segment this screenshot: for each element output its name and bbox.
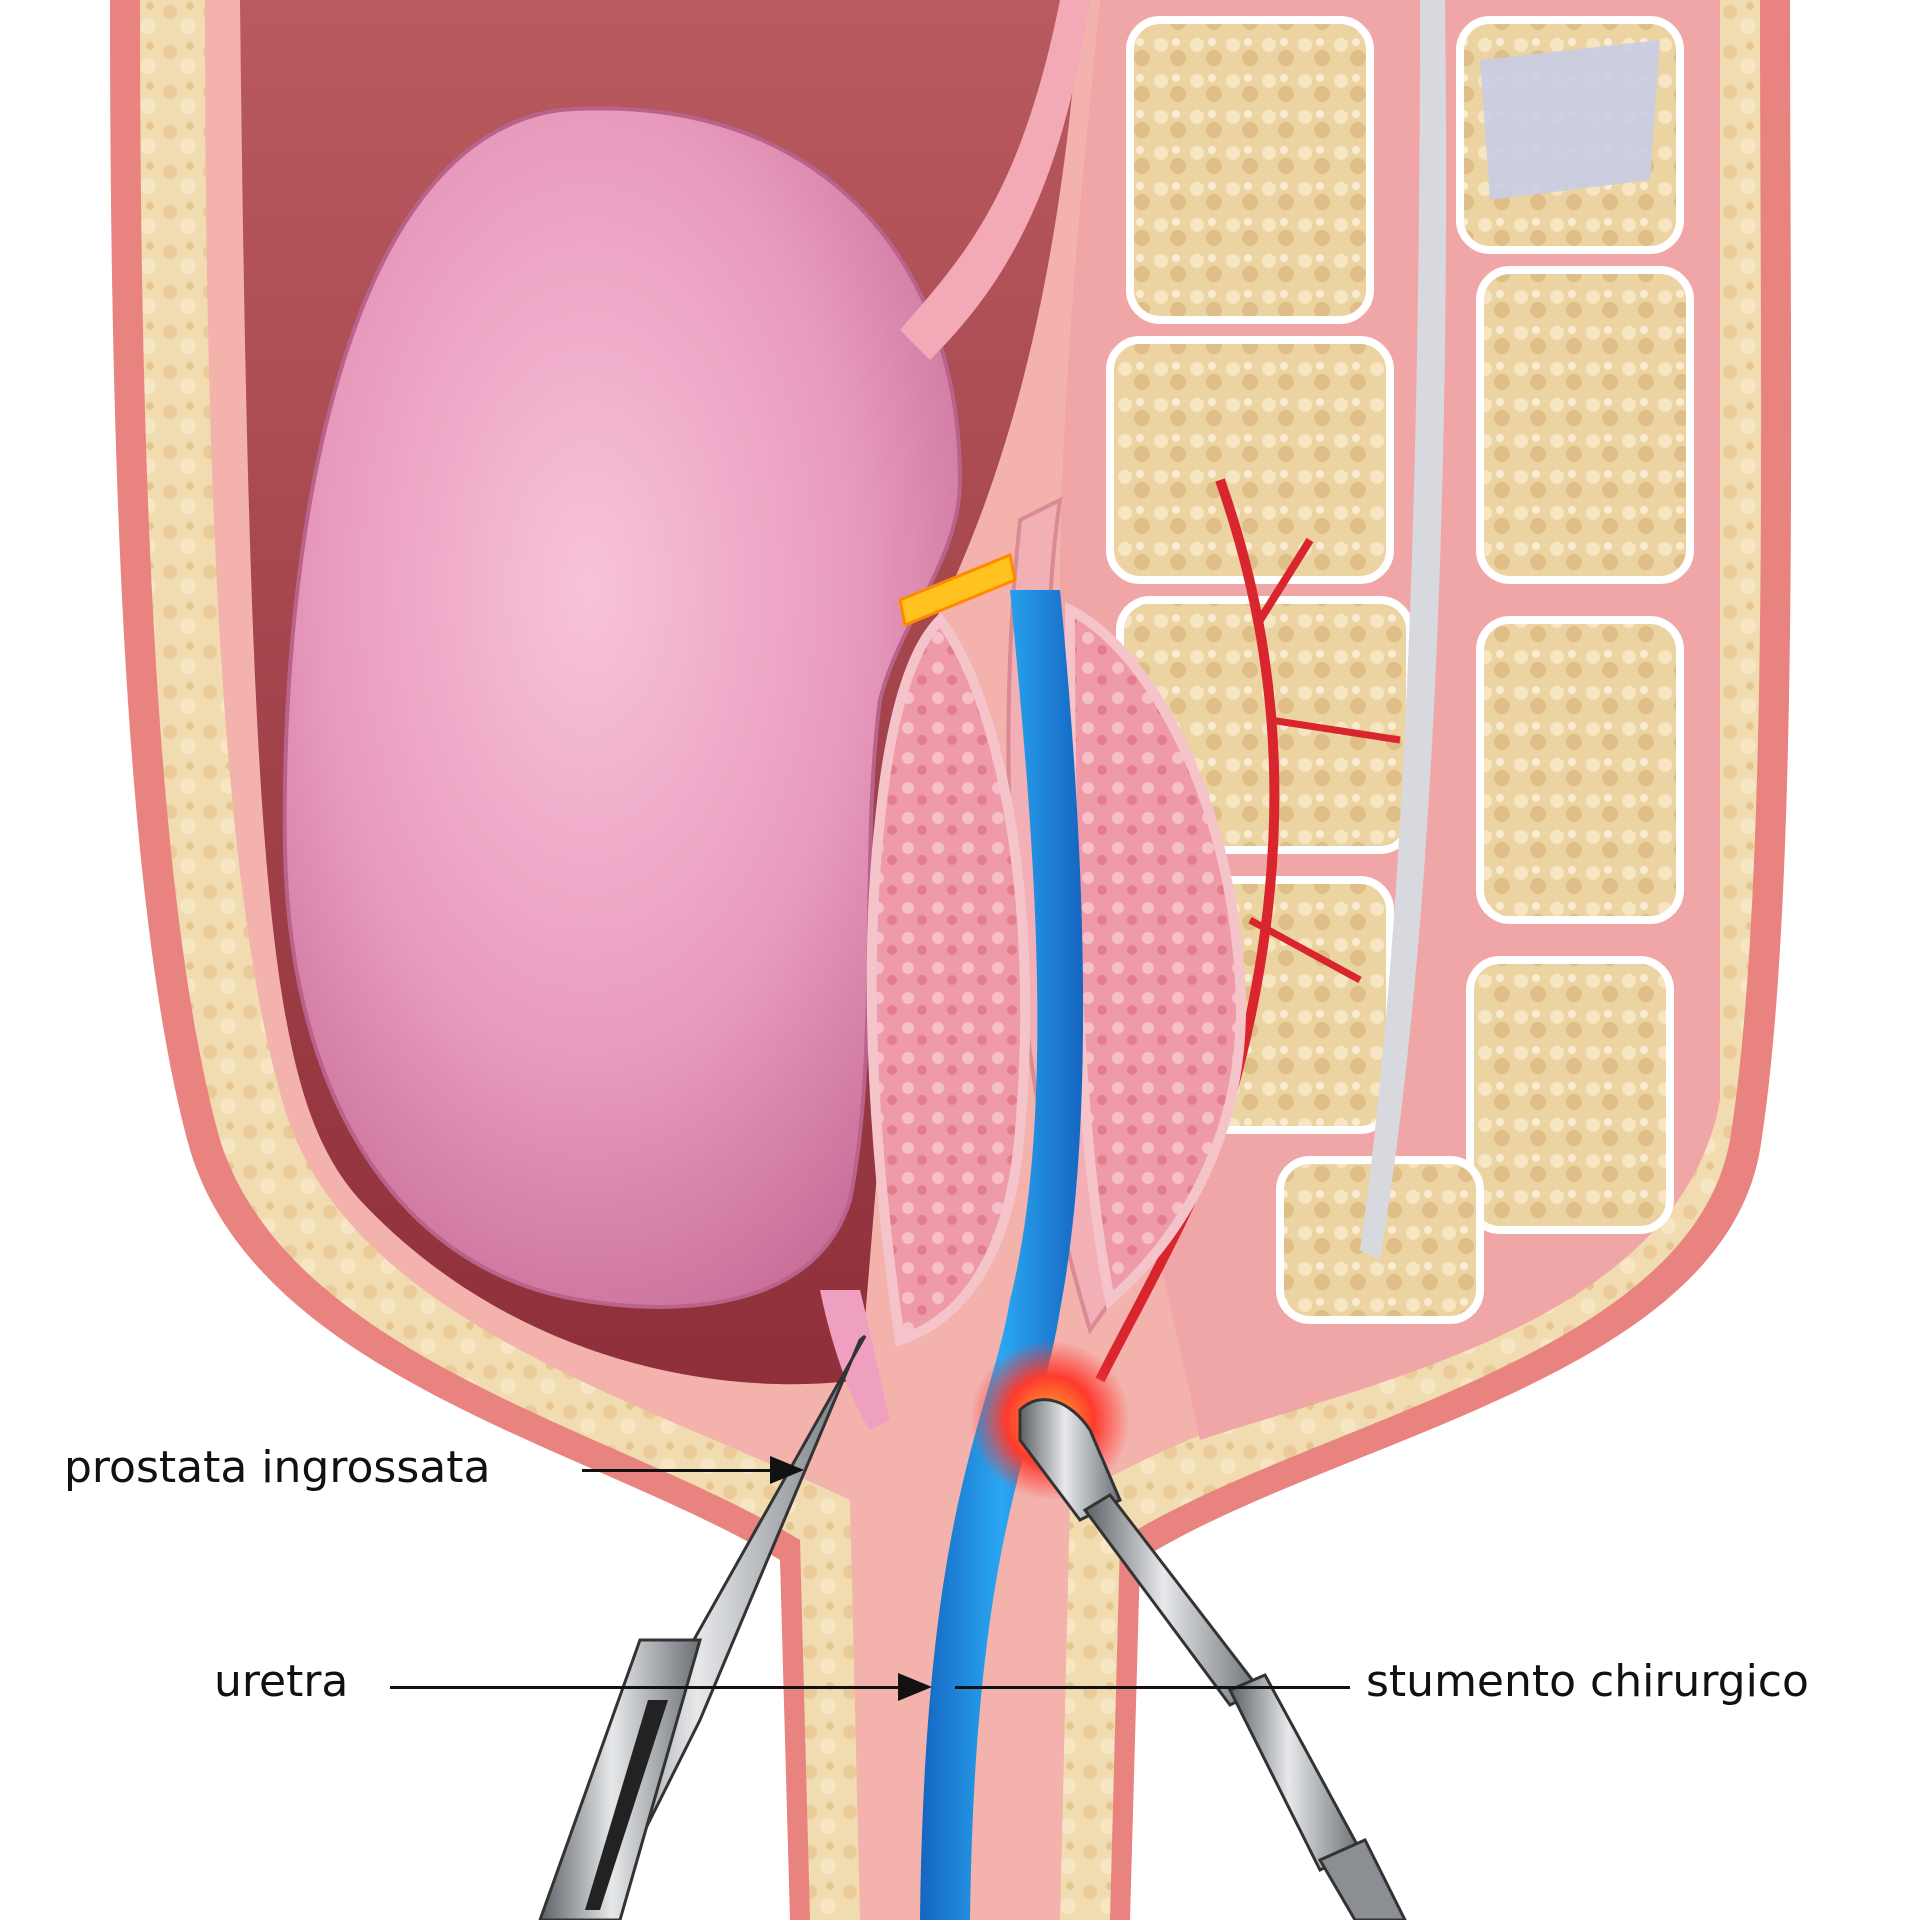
ureter xyxy=(900,0,1090,360)
probe-instrument xyxy=(1018,1398,1407,1920)
leader-enlarged-prostate xyxy=(582,1469,772,1472)
arrowhead-enlarged-prostate xyxy=(770,1456,804,1484)
seminal-duct xyxy=(898,552,1017,628)
blood-vessel xyxy=(1095,478,1280,1383)
spinal-canal xyxy=(1360,0,1447,1260)
bladder xyxy=(282,106,963,1309)
disc xyxy=(1480,40,1660,200)
bladder-neck xyxy=(820,1290,890,1430)
label-urethra: uretra xyxy=(214,1656,349,1707)
leader-surgical-instrument xyxy=(955,1686,1350,1689)
leader-urethra xyxy=(390,1686,900,1689)
prostate-left-lobe xyxy=(866,612,1031,1347)
label-surgical-instrument: stumento chirurgico xyxy=(1366,1656,1809,1707)
arrowhead-urethra xyxy=(898,1673,932,1701)
urethra xyxy=(920,590,1084,1920)
label-enlarged-prostate: prostata ingrossata xyxy=(64,1442,491,1493)
